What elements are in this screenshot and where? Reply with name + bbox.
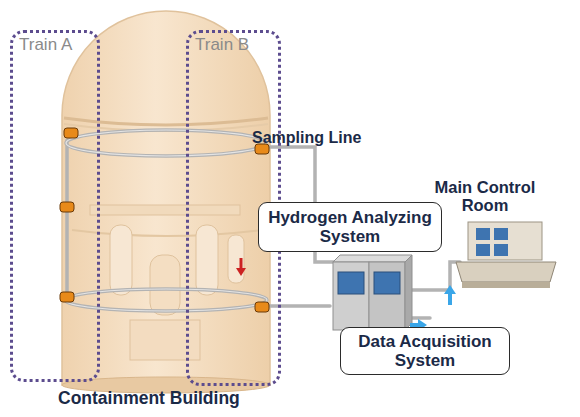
control-window (476, 228, 490, 240)
train-title: Train B (195, 35, 272, 54)
room-label: Main Control Room (424, 178, 546, 214)
analyzer-cabinet (333, 262, 369, 330)
console-base (462, 282, 550, 288)
train-region: Train A (10, 30, 100, 382)
control-panel (468, 222, 542, 260)
sampling-pipe (65, 140, 69, 300)
train-title: Train A (19, 35, 91, 54)
data-arrow-head (444, 285, 456, 294)
pipe-highlight (66, 130, 266, 156)
sampling-valve (255, 302, 269, 312)
containment-dome (62, 11, 270, 385)
cavity (130, 320, 200, 360)
steam-generator (196, 225, 218, 295)
steam-generator (110, 225, 132, 295)
pressurizer (228, 235, 244, 283)
sampling-pipe (66, 130, 266, 156)
sampling-pipe (65, 289, 267, 311)
pipe-label: Sampling Line (252, 129, 361, 147)
pipe-highlight (65, 289, 267, 311)
analyzer-screen (374, 272, 400, 294)
callout-text: Hydrogen Analyzing System (266, 208, 434, 246)
callout-box: Data Acquisition System (340, 327, 510, 375)
control-window (494, 244, 508, 256)
sampling-valve (60, 292, 74, 302)
reactor-vessel (150, 255, 180, 315)
cabinet-top (333, 255, 412, 262)
control-window (494, 228, 508, 240)
building-label: Containment Building (58, 389, 240, 408)
analyzer-cabinet (369, 262, 405, 330)
callout-box: Hydrogen Analyzing System (258, 202, 442, 252)
control-console (456, 262, 556, 282)
analyzer-screen (338, 272, 364, 294)
sampling-valve (60, 202, 74, 212)
platform (90, 205, 240, 215)
flow-arrow-head (236, 268, 246, 276)
callout-text: Data Acquisition System (345, 332, 505, 370)
signal-cable (405, 262, 460, 290)
crane-ledge (64, 118, 268, 125)
cabinet-side (405, 255, 412, 330)
sampling-valve (64, 128, 78, 138)
control-window (476, 244, 490, 256)
sampling-pipe (267, 304, 330, 308)
